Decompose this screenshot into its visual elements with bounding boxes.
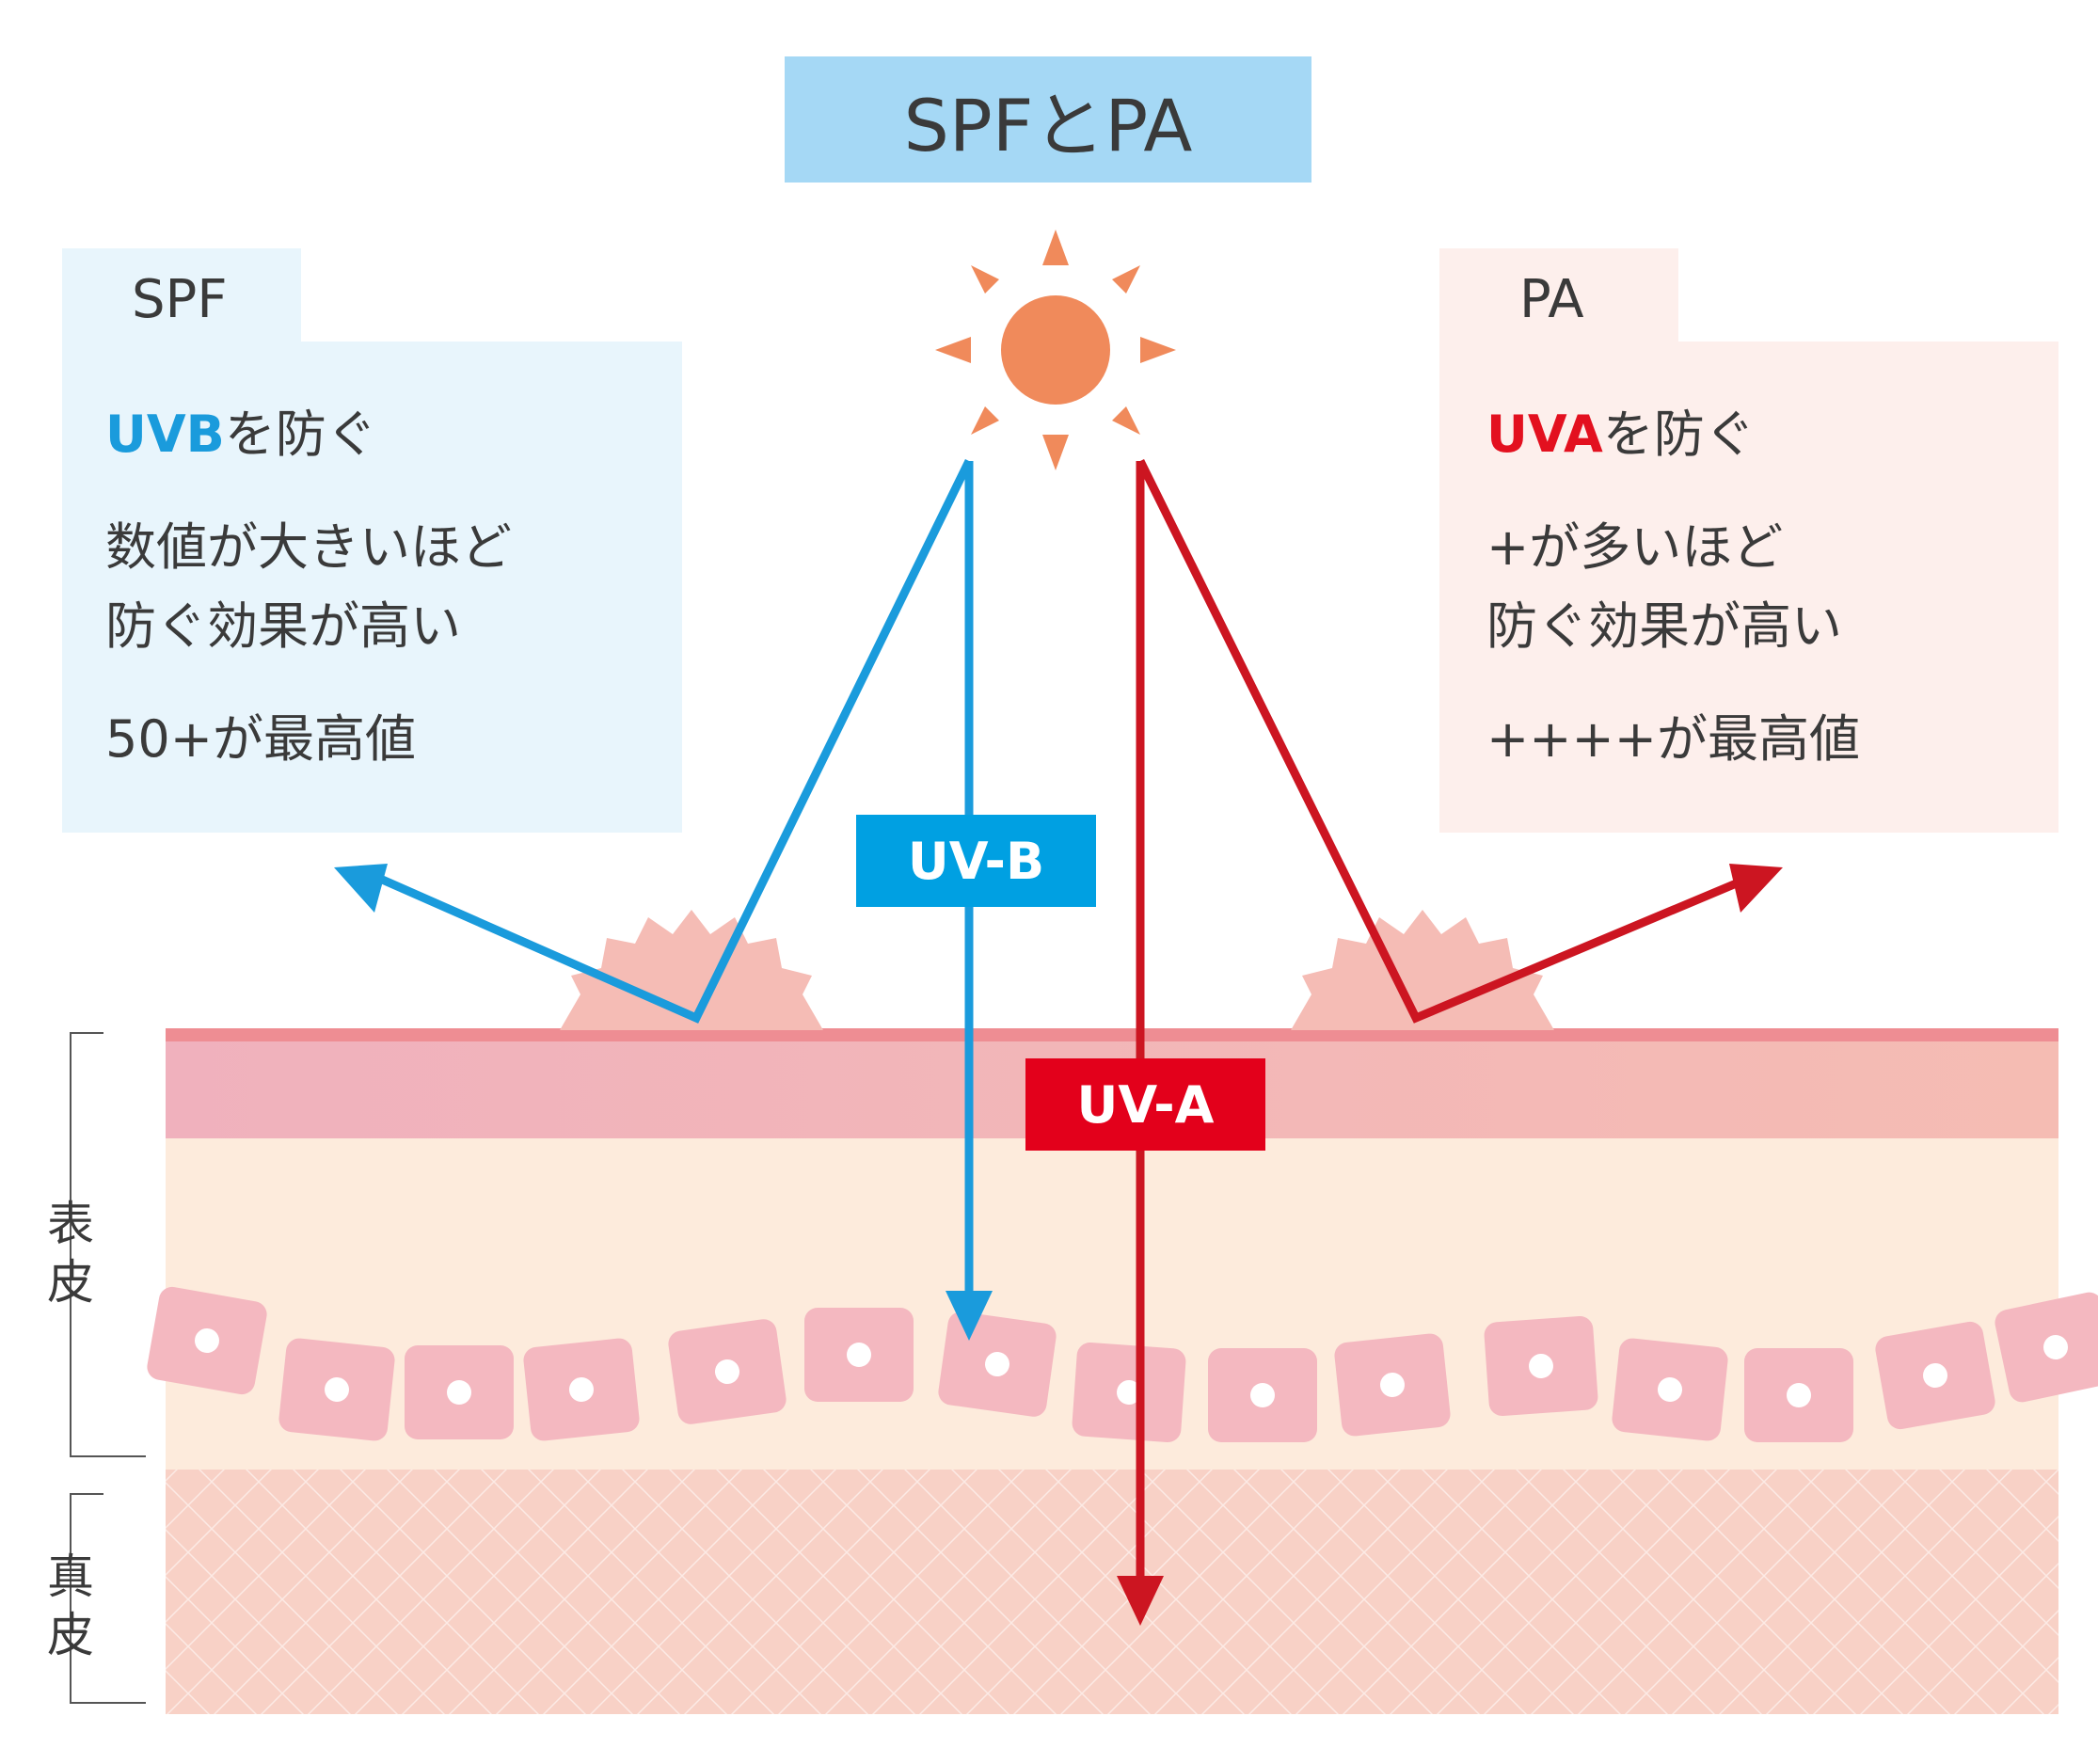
uvb-arrowhead-icon	[946, 1291, 993, 1341]
epidermis-bracket	[70, 1032, 146, 1457]
uvb-label: UV-B	[907, 831, 1045, 891]
uva-reflected-arrowhead-icon	[1729, 864, 1783, 913]
dermis-bracket	[70, 1493, 146, 1704]
spf-panel	[62, 248, 682, 833]
uvb-label-box	[856, 815, 1096, 907]
spf-line4: 50+が最高値	[105, 709, 416, 769]
pa-line4: ++++が最高値	[1486, 709, 1860, 769]
dermis-label: 真皮	[47, 1549, 94, 1662]
uva-label: UV-A	[1076, 1074, 1215, 1135]
pa-line-uva: UVAを防ぐ	[1486, 395, 1756, 474]
pa-heading: PA	[1519, 269, 1584, 330]
sunburn-burst-right-icon	[1291, 910, 1554, 1030]
pa-panel	[1439, 248, 2058, 833]
pa-line3: 防ぐ効果が高い	[1486, 596, 1842, 656]
page-title: SPFとPA	[785, 56, 1311, 183]
uva-reflected-ray	[1136, 459, 1747, 1024]
basal-cells	[147, 1286, 2098, 1442]
spf-line1-rest: を防ぐ	[224, 405, 377, 464]
pa-line2: +が多いほど	[1486, 517, 1784, 577]
spf-line2: 数値が大きいほど	[105, 517, 512, 577]
spf-line3: 防ぐ効果が高い	[105, 596, 461, 656]
uva-term: UVA	[1486, 405, 1603, 464]
uvb-reflected-ray	[370, 459, 974, 1024]
uvb-reflected-arrowhead-icon	[334, 864, 388, 913]
sun-icon	[935, 230, 1176, 470]
uvb-term: UVB	[105, 405, 225, 464]
sunburn-burst-left-icon	[560, 910, 823, 1030]
uva-label-box	[1025, 1058, 1265, 1151]
uva-arrowhead-icon	[1117, 1576, 1164, 1626]
pa-line1-rest: を防ぐ	[1602, 405, 1756, 464]
epidermis-label: 表皮	[47, 1197, 94, 1310]
spf-heading: SPF	[132, 269, 228, 330]
spf-line-uvb: UVBを防ぐ	[105, 395, 377, 474]
